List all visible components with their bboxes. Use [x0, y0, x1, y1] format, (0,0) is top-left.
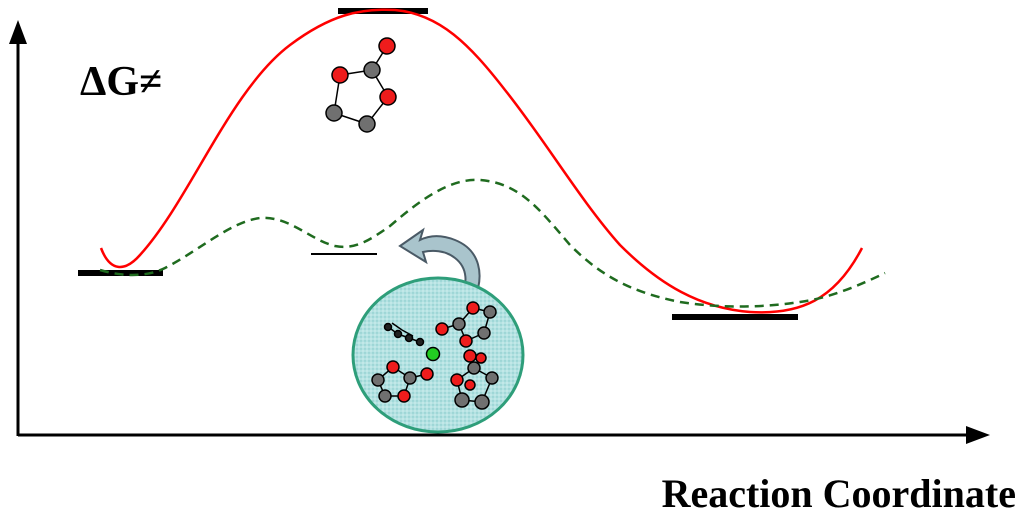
transition-state-molecule [325, 37, 397, 133]
x-axis [18, 426, 990, 444]
catalyst-center-atom [425, 346, 441, 362]
y-axis [9, 20, 27, 436]
y-axis-label: ΔG≠ [80, 59, 163, 105]
uncatalyzed-path [99, 8, 864, 314]
catalyst-sphere-with-molecules [351, 276, 525, 434]
catalyzed-path [99, 178, 886, 308]
x-axis-label: Reaction Coordinate [661, 471, 1016, 516]
curved-arrow-icon [398, 227, 481, 302]
